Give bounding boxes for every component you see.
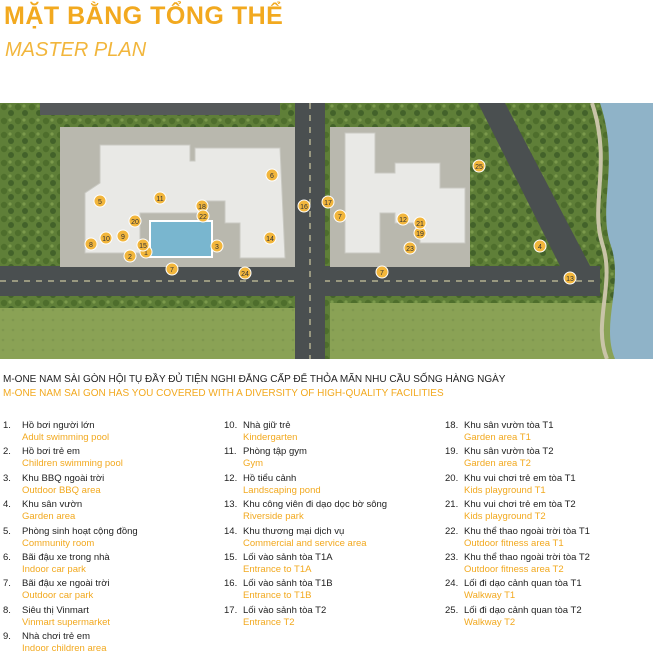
marker-9: 9: [116, 229, 130, 243]
svg-text:13: 13: [566, 276, 574, 283]
svg-text:24: 24: [241, 271, 249, 278]
svg-text:7: 7: [380, 270, 384, 277]
swimming-pool: [149, 220, 213, 258]
svg-text:21: 21: [416, 221, 424, 228]
svg-text:19: 19: [416, 231, 424, 238]
svg-text:7: 7: [338, 214, 342, 221]
building-t2: [344, 132, 466, 254]
svg-text:18: 18: [198, 204, 206, 211]
marker-11: 11: [153, 191, 167, 205]
marker-7a: 7: [165, 262, 179, 276]
svg-text:16: 16: [300, 204, 308, 211]
marker-14: 14: [263, 231, 277, 245]
svg-text:15: 15: [139, 243, 147, 250]
lawn-area: [0, 308, 300, 359]
svg-text:3: 3: [215, 244, 219, 251]
svg-text:23: 23: [406, 246, 414, 253]
marker-3: 3: [210, 239, 224, 253]
amenities-heading-en: M-ONE NAM SAI GON HAS YOU COVERED WITH A…: [3, 388, 444, 399]
marker-24: 24: [238, 266, 252, 280]
marker-25: 25: [472, 159, 486, 173]
page-subtitle: MASTER PLAN: [5, 39, 147, 61]
amenities-heading: M-ONE NAM SÀI GÒN HỘI TỤ ĐẦY ĐỦ TIỆN NGH…: [3, 374, 506, 385]
marker-2: 2: [123, 249, 137, 263]
svg-text:25: 25: [475, 164, 483, 171]
riverside-path: [590, 103, 609, 359]
marker-5: 5: [93, 194, 107, 208]
marker-7c: 7: [375, 265, 389, 279]
svg-text:2: 2: [128, 254, 132, 261]
building-t1: [84, 144, 286, 259]
river: [600, 103, 653, 359]
marker-12: 12: [396, 212, 410, 226]
road-diagonal: [478, 103, 590, 266]
svg-text:20: 20: [131, 219, 139, 226]
svg-text:17: 17: [324, 200, 332, 207]
svg-text:7: 7: [170, 267, 174, 274]
marker-8: 8: [84, 237, 98, 251]
svg-text:6: 6: [270, 173, 274, 180]
lawn-area: [330, 303, 620, 359]
marker-10: 10: [99, 231, 113, 245]
master-plan-map: 1 2 3 4 5 6 7 7 7 8 9 10 11 12 13 14 15 …: [0, 103, 653, 359]
marker-15: 15: [136, 238, 150, 252]
svg-text:9: 9: [121, 234, 125, 241]
marker-16: 16: [297, 199, 311, 213]
marker-7b: 7: [333, 209, 347, 223]
marker-13: 13: [563, 271, 577, 285]
svg-text:1: 1: [144, 250, 148, 257]
marker-17: 17: [321, 195, 335, 209]
marker-4: 4: [533, 239, 547, 253]
marker-20: 20: [128, 214, 142, 228]
svg-text:12: 12: [399, 217, 407, 224]
page-title: MẶT BẰNG TỔNG THỂ: [4, 2, 284, 30]
marker-22: 22: [196, 209, 210, 223]
svg-text:4: 4: [538, 244, 542, 251]
svg-text:10: 10: [102, 236, 110, 243]
svg-text:8: 8: [89, 242, 93, 249]
road-vertical: [295, 103, 325, 359]
marker-6: 6: [265, 168, 279, 182]
marker-21: 21: [413, 216, 427, 230]
markers: 1 2 3 4 5 6 7 7 7 8 9 10 11 12 13 14 15 …: [84, 159, 577, 285]
marker-23: 23: [403, 241, 417, 255]
svg-text:22: 22: [199, 214, 207, 221]
svg-text:5: 5: [98, 199, 102, 206]
svg-text:14: 14: [266, 236, 274, 243]
svg-text:11: 11: [156, 196, 163, 203]
